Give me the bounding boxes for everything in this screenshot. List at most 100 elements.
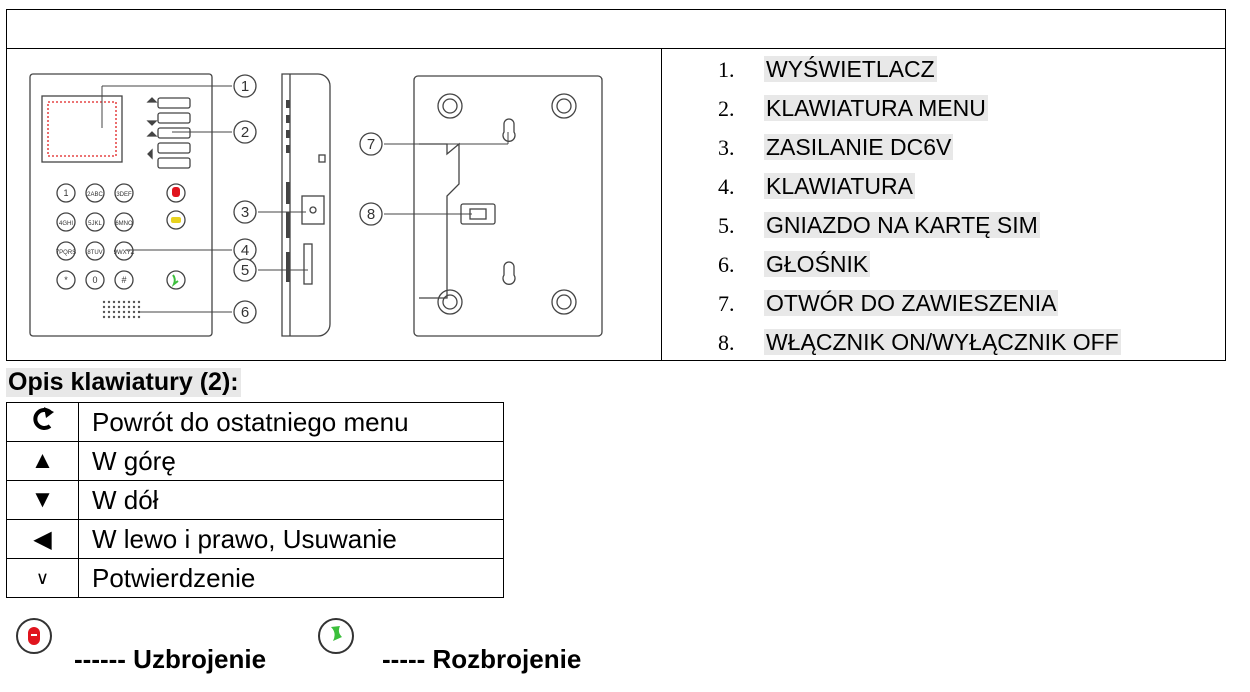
check-v-icon: ∨ bbox=[6, 558, 79, 598]
hanging-hole-top bbox=[502, 118, 516, 142]
part-number: 6. bbox=[718, 252, 735, 277]
keypad-key-label: 6MNO bbox=[115, 221, 133, 227]
callout-number: 6 bbox=[241, 304, 249, 321]
speaker-hole bbox=[107, 305, 111, 309]
function-key bbox=[166, 210, 186, 230]
speaker-hole bbox=[107, 300, 111, 304]
speaker-hole bbox=[117, 310, 121, 314]
side-panel bbox=[281, 73, 331, 337]
disarm-key bbox=[166, 270, 186, 290]
keypad-key bbox=[114, 270, 134, 290]
keypad-key-label: 7PQRS bbox=[56, 250, 76, 256]
disarm-key-mark bbox=[171, 274, 179, 287]
key-description: W górę bbox=[78, 441, 504, 481]
part-number: 4. bbox=[718, 174, 735, 199]
keypad-key-label: 8TUV bbox=[87, 250, 102, 256]
part-item: 8. WŁĄCZNIK ON/WYŁĄCZNIK OFF bbox=[718, 323, 1218, 362]
keypad-key-label: * bbox=[64, 275, 68, 285]
part-item: 7.OTWÓR DO ZAWIESZENIA bbox=[718, 284, 1218, 323]
speaker-hole bbox=[132, 310, 136, 314]
speaker-hole bbox=[137, 300, 141, 304]
disarm-icon bbox=[318, 618, 354, 654]
function-key-mark bbox=[171, 217, 181, 223]
callout-circle bbox=[233, 200, 257, 224]
part-number: 8. bbox=[718, 330, 735, 355]
keypad-key bbox=[85, 183, 105, 203]
key-description: Potwierdzenie bbox=[78, 558, 504, 598]
keypad-key bbox=[85, 270, 105, 290]
speaker-hole bbox=[102, 315, 106, 319]
speaker-grille bbox=[102, 300, 141, 319]
speaker-hole bbox=[112, 300, 116, 304]
speaker-hole bbox=[132, 300, 136, 304]
keypad-key-label: 1 bbox=[63, 188, 68, 198]
keypad-key bbox=[114, 183, 134, 203]
back-arrow-icon bbox=[6, 402, 79, 442]
display-screen bbox=[41, 95, 123, 163]
part-label: KLAWIATURA MENU bbox=[764, 95, 988, 121]
arm-label: ------ Uzbrojenie bbox=[74, 644, 267, 674]
speaker-hole bbox=[122, 315, 126, 319]
part-item: 2. KLAWIATURA MENU bbox=[718, 89, 1218, 128]
sim-slot bbox=[303, 243, 313, 285]
part-label: ZASILANIE DC6V bbox=[764, 134, 954, 160]
keypad-key bbox=[85, 212, 105, 232]
part-label: KLAWIATURA bbox=[764, 173, 915, 199]
table-row: ∨Potwierdzenie bbox=[6, 558, 504, 598]
triangle-left-icon: ◀ bbox=[6, 519, 79, 559]
keypad-key-label: 9WXYZ bbox=[114, 250, 135, 256]
key-description: W dół bbox=[78, 480, 504, 520]
callout-number: 4 bbox=[241, 242, 249, 259]
callout-number: 2 bbox=[241, 124, 249, 141]
mounting-screws bbox=[437, 93, 577, 315]
part-label: WYŚWIETLACZ bbox=[764, 56, 937, 82]
callout-circle bbox=[233, 74, 257, 98]
speaker-hole bbox=[127, 310, 131, 314]
back-panel bbox=[413, 75, 603, 337]
callout-circle bbox=[359, 202, 383, 226]
speaker-hole bbox=[122, 300, 126, 304]
callout-circle bbox=[233, 300, 257, 324]
battery-cover bbox=[419, 142, 460, 299]
keypad-key-label: 3DEF bbox=[116, 192, 132, 198]
part-item: 1. WYŚWIETLACZ bbox=[718, 50, 1218, 89]
table-row: ▼W dół bbox=[6, 480, 504, 520]
keypad-key bbox=[114, 212, 134, 232]
keypad-key bbox=[56, 183, 76, 203]
part-number: 2. bbox=[718, 96, 735, 121]
keypad-key-label: 4GHI bbox=[59, 221, 73, 227]
arm-disarm-legend: ------ Uzbrojenie ----- Rozbrojenie bbox=[14, 616, 634, 686]
speaker-hole bbox=[117, 305, 121, 309]
part-number: 1. bbox=[718, 57, 735, 82]
speaker-hole bbox=[117, 315, 121, 319]
callout-circle bbox=[233, 120, 257, 144]
table-row: Powrót do ostatniego menu bbox=[6, 402, 504, 442]
speaker-hole bbox=[132, 305, 136, 309]
arm-key-mark bbox=[172, 187, 180, 197]
speaker-hole bbox=[137, 315, 141, 319]
part-label: WŁĄCZNIK ON/WYŁĄCZNIK OFF bbox=[764, 329, 1121, 355]
triangle-up-icon: ▲ bbox=[6, 441, 79, 481]
power-socket bbox=[301, 195, 325, 225]
key-description: W lewo i prawo, Usuwanie bbox=[78, 519, 504, 559]
keypad-key-label: # bbox=[121, 275, 126, 285]
callout-leaders bbox=[101, 85, 509, 313]
display-area bbox=[47, 101, 117, 157]
part-item: 4. KLAWIATURA bbox=[718, 167, 1218, 206]
keypad-description-table: Powrót do ostatniego menu▲W górę▼W dół◀W… bbox=[6, 402, 504, 598]
side-port bbox=[318, 154, 326, 163]
speaker-hole bbox=[137, 305, 141, 309]
part-number: 5. bbox=[718, 213, 735, 238]
arm-key bbox=[166, 183, 186, 203]
hanging-hole-bottom bbox=[502, 261, 516, 285]
keypad-key bbox=[85, 241, 105, 261]
table-row: ◀W lewo i prawo, Usuwanie bbox=[6, 519, 504, 559]
callout-number: 7 bbox=[367, 136, 375, 153]
callout-circle bbox=[233, 258, 257, 282]
menu-keys bbox=[157, 97, 191, 169]
speaker-hole bbox=[102, 300, 106, 304]
